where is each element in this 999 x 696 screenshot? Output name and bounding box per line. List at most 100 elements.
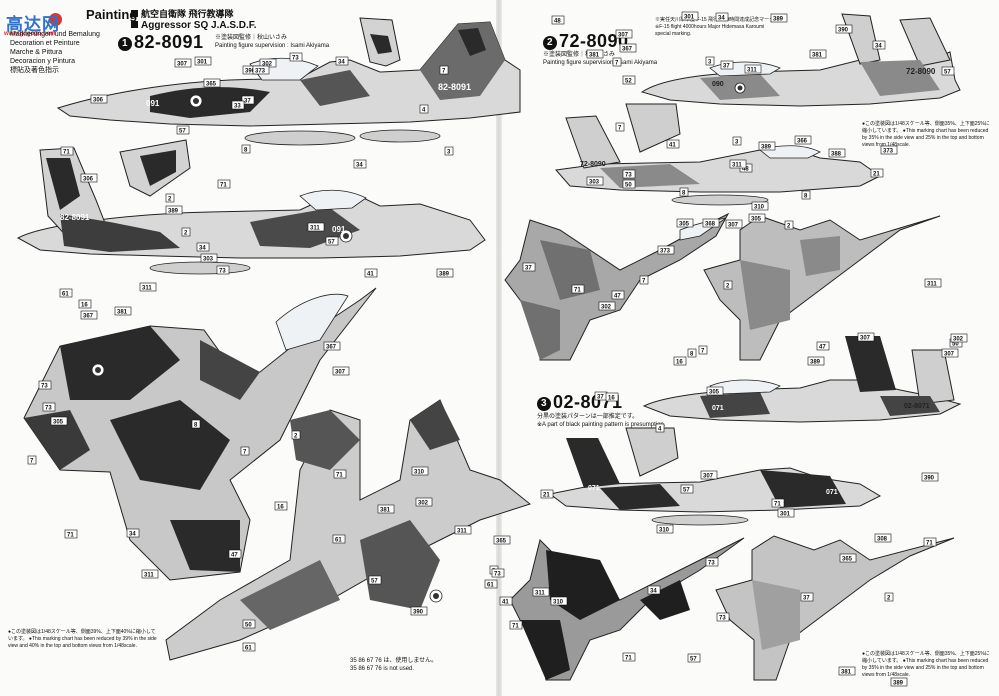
svg-text:73: 73 [708, 561, 715, 567]
decal-callout: 34 [715, 12, 729, 22]
decal-callout: 381 [377, 504, 395, 514]
decal-callout: 311 [141, 569, 159, 579]
decal-callout: 37 [800, 592, 814, 602]
aircraft-code-lettering: 091 [146, 99, 160, 108]
decal-callout: 365 [493, 535, 511, 545]
decal-callout: 33 [231, 100, 245, 110]
svg-text:52: 52 [625, 79, 632, 85]
scheme-3-note: 分黒の塗装パターンは一部推定です。 ※A part of black paint… [537, 414, 666, 428]
squadron-name-jp: 航空自衛隊 飛行教導隊 [131, 10, 234, 19]
decal-callout: 73 [705, 557, 719, 567]
decal-callout: 3 [732, 136, 742, 146]
s2-side-view-upper [640, 13, 961, 107]
aircraft-code-lettering: 071 [826, 489, 838, 496]
svg-text:34: 34 [338, 60, 345, 66]
decal-callout: 390 [835, 24, 853, 34]
decal-callout: 34 [126, 528, 140, 538]
painting-title-translations: Markierungen und Bemalung Decoration et … [10, 31, 100, 74]
svg-text:307: 307 [703, 474, 714, 480]
decal-callout: 57 [680, 484, 694, 494]
svg-text:389: 389 [810, 360, 821, 366]
decal-callout: 305 [676, 218, 694, 228]
svg-text:34: 34 [199, 246, 206, 252]
decal-callout: 71 [771, 498, 785, 508]
decal-callout: 311 [307, 222, 325, 232]
decal-callout: 41 [499, 596, 513, 606]
decal-callout: 305 [706, 386, 724, 396]
svg-text:367: 367 [326, 345, 337, 351]
svg-text:37: 37 [525, 266, 532, 272]
decal-callout: 71 [64, 529, 78, 539]
svg-text:368: 368 [705, 222, 716, 228]
decal-callout: 3 [444, 146, 454, 156]
decal-callout: 8 [679, 187, 689, 197]
svg-text:389: 389 [439, 272, 450, 278]
decal-callout: 2 [884, 592, 894, 602]
svg-text:41: 41 [502, 600, 509, 606]
decal-callout: 7 [612, 57, 622, 67]
svg-text:7: 7 [701, 349, 705, 355]
svg-text:310: 310 [414, 470, 425, 476]
svg-text:3: 3 [735, 140, 739, 146]
svg-text:305: 305 [709, 390, 720, 396]
svg-text:2: 2 [294, 434, 298, 440]
svg-text:73: 73 [219, 269, 226, 275]
svg-text:308: 308 [877, 537, 888, 543]
svg-text:389: 389 [893, 681, 904, 687]
decal-callout: 57 [176, 125, 190, 135]
decal-callout: 307 [700, 470, 718, 480]
svg-text:8: 8 [194, 423, 198, 429]
decal-callout: 389 [770, 13, 788, 23]
decal-callout: 34 [647, 585, 661, 595]
svg-text:2: 2 [184, 231, 188, 237]
decal-callout: 388 [828, 148, 846, 158]
svg-text:305: 305 [53, 420, 64, 426]
watermark-text: 高达网 [6, 15, 60, 34]
svg-text:34: 34 [718, 16, 725, 22]
svg-text:311: 311 [310, 226, 320, 232]
scheme-1-supervision: ※塗装図監修｜秋山いさみ Painting figure supervision… [215, 35, 330, 49]
decal-callout: 365 [839, 553, 857, 563]
svg-text:307: 307 [728, 223, 739, 229]
svg-text:303: 303 [589, 180, 600, 186]
decal-callout: 7 [27, 455, 37, 465]
decal-callout: 71 [217, 179, 231, 189]
bullet-square [131, 10, 138, 17]
s2-bottom-view [703, 215, 941, 361]
svg-text:3: 3 [708, 60, 712, 66]
decal-callout: 367 [619, 43, 637, 53]
svg-text:71: 71 [220, 183, 227, 189]
decal-callout: 302 [950, 333, 968, 343]
decal-callout: 305 [748, 213, 766, 223]
svg-text:61: 61 [62, 292, 69, 298]
decal-callout: 301 [777, 508, 795, 518]
decal-callout: 57 [941, 66, 955, 76]
svg-text:57: 57 [690, 657, 697, 663]
svg-text:381: 381 [589, 53, 600, 59]
svg-text:381: 381 [380, 508, 391, 514]
unused-decals-note: 35 86 67 76 は、使用しません。 35 86 67 76 is not… [350, 658, 438, 672]
svg-text:71: 71 [926, 541, 933, 547]
decal-callout: 307 [615, 29, 633, 39]
svg-text:366: 366 [797, 139, 808, 145]
decal-callout: 48 [551, 15, 565, 25]
decal-callout: 3 [705, 56, 715, 66]
decal-callout: 310 [656, 524, 674, 534]
svg-text:47: 47 [819, 345, 826, 351]
svg-text:311: 311 [732, 163, 742, 169]
svg-text:71: 71 [512, 624, 519, 630]
decal-callout: 8 [191, 419, 201, 429]
decal-callout: 306 [80, 173, 98, 183]
svg-text:61: 61 [335, 538, 342, 544]
aircraft-code-lettering: 82-8091 [438, 82, 471, 92]
decal-callout: 34 [872, 40, 886, 50]
decal-callout: 307 [725, 219, 743, 229]
svg-text:381: 381 [841, 670, 852, 676]
svg-text:301: 301 [780, 512, 791, 518]
decal-callout: 2 [723, 280, 733, 290]
decal-callout: 301 [194, 56, 212, 66]
decal-callout: 7 [439, 65, 449, 75]
aircraft-code-lettering: 071 [712, 405, 724, 412]
svg-text:305: 305 [751, 217, 762, 223]
